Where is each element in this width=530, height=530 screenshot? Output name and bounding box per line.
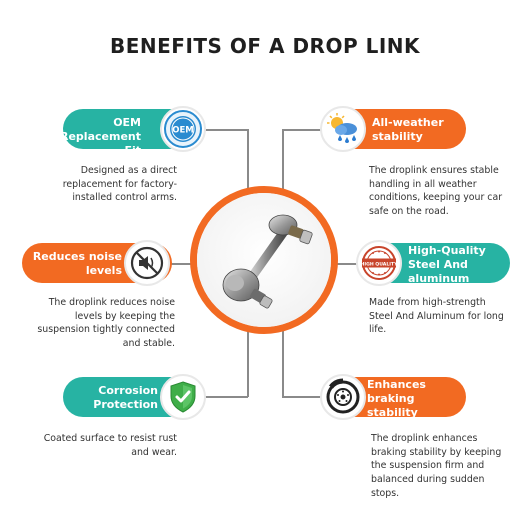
desc-line: The droplink enhances bbox=[371, 433, 478, 444]
benefit-quality-label-3: aluminum bbox=[408, 271, 470, 285]
desc-line: Made from high-strength bbox=[369, 297, 486, 308]
benefit-braking-label-3: stability bbox=[367, 405, 418, 419]
benefit-braking-label-2: braking bbox=[367, 391, 415, 405]
benefit-braking-description: The droplink enhances braking stability … bbox=[371, 432, 521, 500]
benefit-quality-label-1: High-Quality bbox=[408, 244, 486, 257]
benefit-quality-label-2: Steel And bbox=[408, 257, 468, 271]
desc-line: suspension tightly connected bbox=[37, 324, 175, 336]
benefit-weather-description: The droplink ensures stable handling in … bbox=[369, 164, 519, 219]
desc-line: life. bbox=[369, 324, 387, 336]
benefit-weather-label-1: All-weather bbox=[372, 116, 444, 129]
desc-line: balanced during sudden bbox=[371, 473, 485, 485]
benefit-oem-label-1: OEM bbox=[113, 116, 141, 129]
desc-line: the suspension firm and bbox=[371, 460, 485, 472]
oem-badge-icon: OEM bbox=[160, 106, 206, 152]
desc-line: Steel And Aluminum for long bbox=[369, 310, 504, 322]
desc-line: levels by keeping the bbox=[74, 310, 175, 322]
desc-line: installed control arms. bbox=[72, 192, 177, 204]
desc-line: Designed as a direct bbox=[80, 165, 177, 176]
brake-disc-icon bbox=[320, 374, 366, 420]
benefit-corrosion-label-2: Protection bbox=[93, 397, 158, 411]
benefit-quality-description: Made from high-strength Steel And Alumin… bbox=[369, 296, 519, 337]
desc-line: conditions, keeping your car bbox=[369, 192, 503, 204]
benefit-corrosion-description: Coated surface to resist rust and wear. bbox=[17, 432, 177, 459]
desc-line: stops. bbox=[371, 487, 400, 499]
drop-link-illustration bbox=[222, 214, 313, 309]
benefit-noise-label-1: Reduces noise bbox=[32, 250, 122, 263]
shield-check-icon bbox=[160, 374, 206, 420]
desc-line: braking stability by keeping bbox=[371, 446, 502, 458]
desc-line: Coated surface to resist rust bbox=[43, 433, 177, 444]
benefit-braking-label-1: Enhances bbox=[367, 378, 426, 391]
desc-line: and wear. bbox=[131, 446, 177, 458]
weather-icon bbox=[320, 106, 366, 152]
benefit-noise-label-2: levels bbox=[85, 263, 122, 277]
desc-line: and stable. bbox=[122, 337, 175, 349]
page-title: BENEFITS OF A DROP LINK bbox=[109, 34, 421, 58]
desc-line: The droplink reduces noise bbox=[48, 297, 175, 308]
desc-line: replacement for factory- bbox=[62, 178, 177, 190]
no-noise-icon bbox=[124, 240, 170, 286]
high-quality-stamp-icon: HIGH QUALITY bbox=[356, 240, 402, 286]
benefit-corrosion-label-1: Corrosion bbox=[98, 384, 158, 397]
benefit-oem-description: Designed as a direct replacement for fac… bbox=[17, 164, 177, 205]
benefit-oem-label-2: Replacement Fit bbox=[60, 129, 141, 157]
benefit-weather-label-2: stability bbox=[372, 129, 423, 143]
desc-line: handling in all weather bbox=[369, 178, 477, 190]
benefit-noise-description: The droplink reduces noise levels by kee… bbox=[5, 296, 175, 351]
high-quality-stamp-text: HIGH QUALITY bbox=[361, 261, 399, 267]
desc-line: The droplink ensures stable bbox=[369, 165, 499, 176]
desc-line: safe on the road. bbox=[369, 205, 449, 217]
oem-badge-text: OEM bbox=[172, 126, 194, 136]
drop-link-product-image bbox=[190, 186, 338, 334]
